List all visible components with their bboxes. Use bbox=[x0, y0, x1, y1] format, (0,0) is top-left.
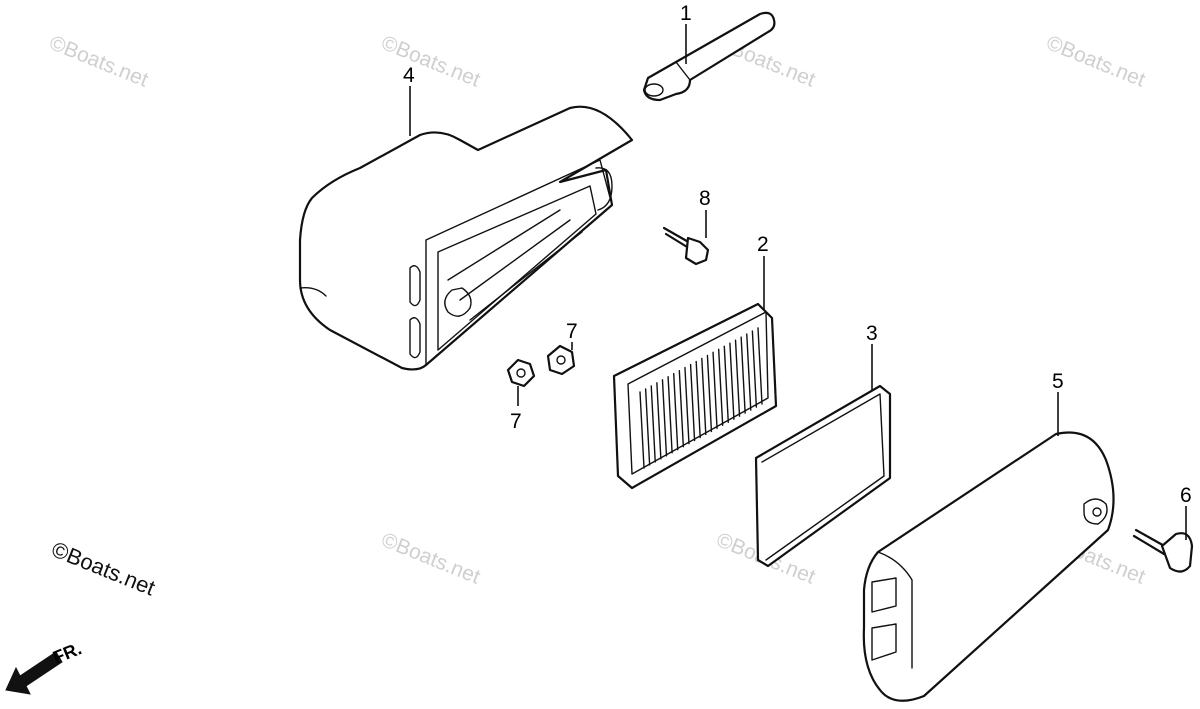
callout-4: 4 bbox=[403, 64, 415, 87]
callout-1: 1 bbox=[680, 2, 692, 25]
filter-pleat bbox=[746, 333, 752, 411]
part-7-nut-left bbox=[506, 358, 536, 388]
watermark-5: ©Boats.net bbox=[378, 528, 483, 588]
callout-6: 6 bbox=[1180, 484, 1192, 507]
filter-pleat bbox=[644, 388, 651, 466]
part-8-bolt bbox=[662, 226, 710, 266]
arrow-icon bbox=[5, 651, 63, 695]
callout-3: 3 bbox=[866, 322, 878, 345]
filter-pleat bbox=[695, 360, 701, 439]
part-7-nut-right bbox=[546, 344, 576, 376]
watermark-2: ©Boats.net bbox=[378, 31, 483, 91]
callout-8: 8 bbox=[699, 187, 711, 210]
filter-pleat bbox=[717, 348, 724, 427]
direction-label: FR. bbox=[50, 638, 84, 667]
copyright-label: ©Boats.net bbox=[48, 536, 159, 600]
callout-7-right: 7 bbox=[566, 320, 578, 343]
filter-pleat bbox=[673, 373, 679, 451]
filter-pleat bbox=[684, 366, 690, 445]
filter-pleat bbox=[689, 363, 696, 442]
filter-pleat bbox=[734, 339, 741, 417]
filter-pleat bbox=[751, 330, 758, 408]
part-2-filter-element bbox=[612, 302, 778, 490]
part-5-cover bbox=[862, 431, 1115, 702]
filter-pleat bbox=[712, 351, 718, 430]
part-6-knob-screw bbox=[1132, 528, 1194, 573]
watermark-1: ©Boats.net bbox=[46, 31, 151, 91]
part-3-foam-prefilter bbox=[754, 384, 892, 568]
callout-5: 5 bbox=[1052, 370, 1064, 393]
filter-pleat bbox=[701, 357, 707, 436]
filter-pleat bbox=[723, 345, 729, 423]
filter-pleat bbox=[656, 382, 662, 460]
callout-numbers: 1 2 3 4 5 6 7 7 8 bbox=[403, 2, 1192, 507]
leader-lines bbox=[409, 24, 1187, 540]
filter-pleat bbox=[678, 369, 685, 448]
filter-pleat bbox=[729, 342, 735, 420]
filter-pleat bbox=[650, 385, 656, 463]
filter-pleat bbox=[667, 376, 673, 454]
front-direction-arrow: FR. bbox=[5, 638, 84, 695]
callout-2: 2 bbox=[757, 233, 769, 256]
part-4-air-cleaner-case bbox=[298, 105, 634, 371]
filter-pleat bbox=[661, 379, 668, 457]
callout-7-left: 7 bbox=[510, 410, 522, 433]
filter-pleat bbox=[740, 336, 746, 414]
filter-pleat bbox=[757, 327, 763, 405]
watermark-4: ©Boats.net bbox=[1043, 31, 1148, 91]
part-1-breather-tube bbox=[642, 11, 776, 102]
filter-pleat bbox=[639, 391, 645, 469]
filter-pleat bbox=[706, 354, 713, 433]
